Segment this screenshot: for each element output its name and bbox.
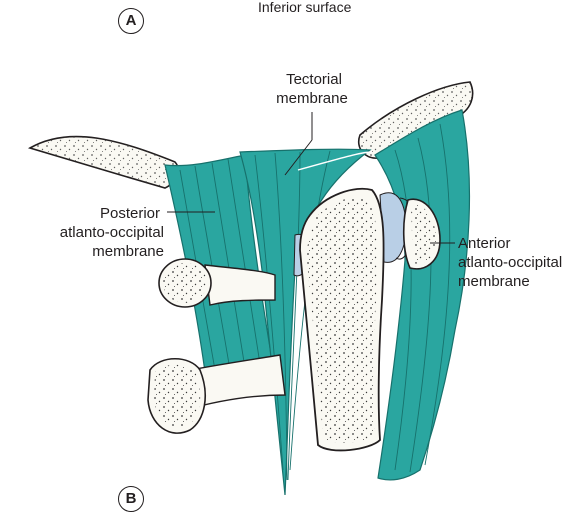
anterior-membrane-shape (375, 110, 469, 480)
panel-a-badge: A (118, 8, 144, 34)
axis-body (300, 189, 384, 451)
posterior-label: Posterior atlanto-occipital membrane (24, 204, 164, 261)
posterior-label-line-2: atlanto-occipital (24, 223, 164, 242)
tectorial-label: Tectorial membrane (280, 70, 348, 108)
top-caption: Inferior surface (258, 0, 351, 17)
occipital-bone-left (30, 136, 178, 188)
posterior-label-line-3: membrane (24, 242, 164, 261)
panel-b-badge: B (118, 486, 144, 512)
tectorial-label-line-1: Tectorial (280, 70, 348, 89)
anterior-label-line-3: membrane (458, 272, 562, 291)
anterior-label: Anterior atlanto-occipital membrane (458, 234, 562, 291)
anterior-label-line-1: Anterior (458, 234, 562, 253)
posterior-label-line-1: Posterior (24, 204, 164, 223)
anterior-label-line-2: atlanto-occipital (458, 253, 562, 272)
tectorial-label-line-2: membrane (276, 89, 348, 108)
axis-spinous-process (148, 355, 285, 433)
